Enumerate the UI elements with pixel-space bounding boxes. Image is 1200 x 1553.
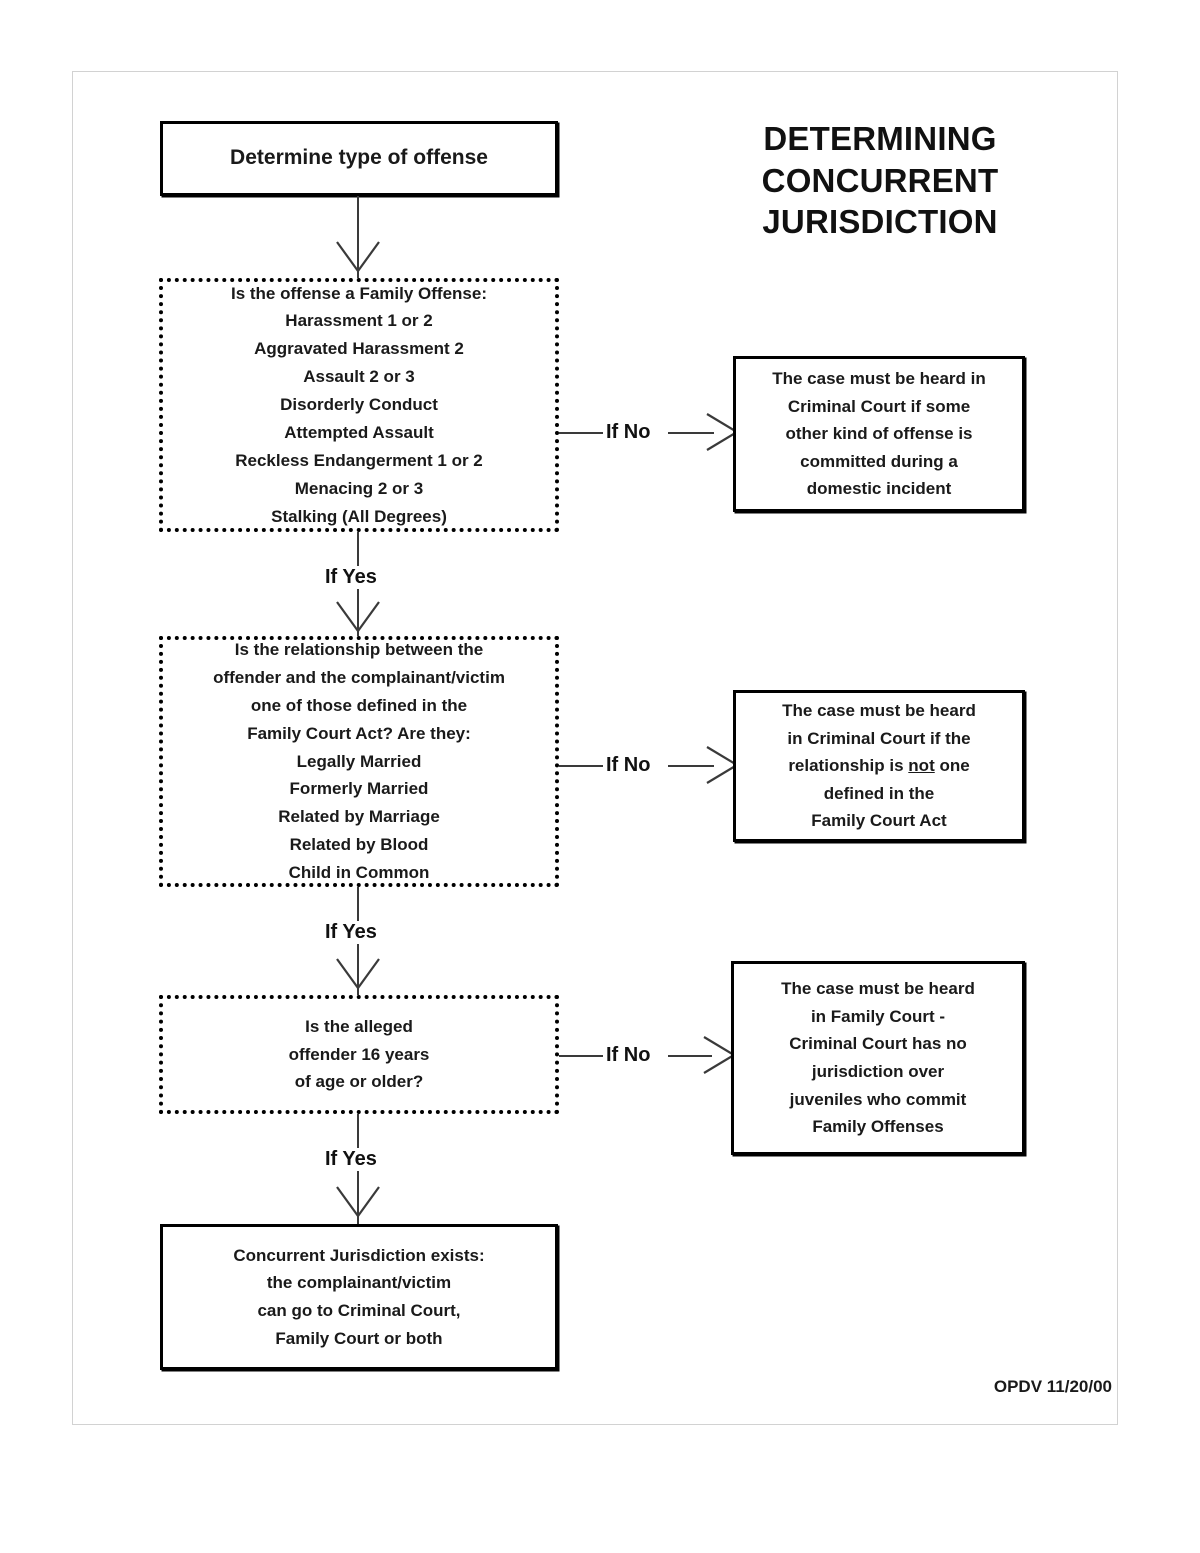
page-title-line-3: JURISDICTION xyxy=(762,203,998,241)
edge-label-q2-no: If No xyxy=(603,754,654,777)
q1-line-9: Stalking (All Degrees) xyxy=(271,506,447,526)
page-title: DETERMINING CONCURRENT JURISDICTION xyxy=(700,118,1060,243)
page-title-line-2: CONCURRENT xyxy=(761,161,999,199)
out2-line-3-suffix: one xyxy=(934,756,970,776)
out3-line-2: in Family Court - xyxy=(810,1006,946,1026)
q2-line-1: Is the relationship between the xyxy=(234,640,484,660)
out2-line-5: Family Court Act xyxy=(811,811,947,831)
q2-line-2: offender and the complainant/victim xyxy=(213,667,505,687)
out2-line-3-composite: relationship is not one xyxy=(744,752,1014,780)
end-line-4: Family Court or both xyxy=(275,1328,443,1348)
out3-line-1: The case must be heard xyxy=(781,979,975,999)
q1-line-8: Menacing 2 or 3 xyxy=(294,478,424,498)
connector-q2-no-right xyxy=(668,765,714,767)
node-start-line-1: Determine type of offense xyxy=(230,146,488,170)
out3-line-3: Criminal Court has no xyxy=(789,1034,967,1054)
end-line-3: can go to Criminal Court, xyxy=(257,1301,461,1320)
connector-q2-no-left xyxy=(559,765,603,767)
q2-line-8: Related by Blood xyxy=(289,835,429,855)
out1-line-2: Criminal Court if some xyxy=(787,396,971,416)
edge-label-q3-no: If No xyxy=(603,1044,654,1067)
q1-line-5: Disorderly Conduct xyxy=(280,395,438,415)
q2-line-3: one of those defined in the xyxy=(250,695,468,715)
q2-line-9: Child in Common xyxy=(288,863,430,883)
out1-line-4: committed during a xyxy=(800,451,958,471)
edge-label-q2-yes: If Yes xyxy=(322,921,380,944)
q1-line-4: Assault 2 or 3 xyxy=(303,367,415,387)
out2-emphasis-not: not xyxy=(908,756,935,776)
arrowhead-q3-to-conclusion xyxy=(335,1185,381,1219)
edge-label-q1-yes: If Yes xyxy=(322,566,380,589)
edge-label-q3-yes: If Yes xyxy=(322,1148,380,1171)
out1-line-5: domestic incident xyxy=(806,479,952,499)
node-question-relationship[interactable]: Is the relationship between the offender… xyxy=(159,636,559,887)
arrowhead-start-to-q1 xyxy=(335,240,381,274)
q1-line-1: Is the offense a Family Offense: xyxy=(230,283,487,303)
node-question-offender-age[interactable]: Is the alleged offender 16 years of age … xyxy=(159,995,559,1114)
connector-q1-no-left xyxy=(559,432,603,434)
q3-line-2: offender 16 years xyxy=(288,1044,430,1064)
connector-q3-no-right xyxy=(668,1055,712,1057)
footer-stamp: OPDV 11/20/00 xyxy=(993,1377,1112,1396)
node-outcome-criminal-court-other-offense[interactable]: The case must be heard in Criminal Court… xyxy=(733,356,1025,512)
q2-line-6: Formerly Married xyxy=(289,779,429,799)
edge-label-q1-no: If No xyxy=(603,421,654,444)
out3-line-4: jurisdiction over xyxy=(811,1062,945,1081)
arrowhead-q1-to-q2 xyxy=(335,600,381,634)
out2-line-2: in Criminal Court if the xyxy=(787,728,971,748)
page-title-line-1: DETERMINING xyxy=(763,120,997,157)
connector-start-to-q1 xyxy=(357,196,359,280)
q3-line-3: of age or older? xyxy=(294,1072,424,1092)
q2-line-5: Legally Married xyxy=(296,751,422,771)
q1-line-2: Harassment 1 or 2 xyxy=(285,311,433,331)
node-outcome-family-court-juvenile[interactable]: The case must be heard in Family Court -… xyxy=(731,961,1025,1155)
node-question-family-offense[interactable]: Is the offense a Family Offense: Harassm… xyxy=(159,278,559,532)
q2-line-4: Family Court Act? Are they: xyxy=(247,723,471,743)
node-conclusion-concurrent-jurisdiction[interactable]: Concurrent Jurisdiction exists: the comp… xyxy=(160,1224,558,1370)
out2-line-1: The case must be heard xyxy=(782,701,976,721)
q1-line-7: Reckless Endangerment 1 or 2 xyxy=(235,450,483,470)
arrowhead-q2-to-q3 xyxy=(335,957,381,991)
q1-line-3: Aggravated Harassment 2 xyxy=(254,339,464,359)
out2-line-4: defined in the xyxy=(823,783,935,803)
out2-line-3-prefix: relationship is xyxy=(788,756,909,776)
q3-line-1: Is the alleged xyxy=(305,1017,413,1037)
connector-q1-no-right xyxy=(668,432,714,434)
q1-line-6: Attempted Assault xyxy=(284,422,434,442)
node-outcome-criminal-court-relationship[interactable]: The case must be heard in Criminal Court… xyxy=(733,690,1025,842)
out1-line-3: other kind of offense is xyxy=(785,424,973,444)
end-line-1: Concurrent Jurisdiction exists: xyxy=(233,1245,485,1265)
node-determine-type-of-offense[interactable]: Determine type of offense xyxy=(160,121,558,196)
out3-line-6: Family Offenses xyxy=(812,1117,944,1137)
out3-line-5: juveniles who commit xyxy=(789,1089,967,1109)
out1-line-1: The case must be heard in xyxy=(772,369,986,389)
q2-line-7: Related by Marriage xyxy=(278,807,440,827)
end-line-2: the complainant/victim xyxy=(266,1273,452,1293)
connector-q3-no-left xyxy=(559,1055,603,1057)
